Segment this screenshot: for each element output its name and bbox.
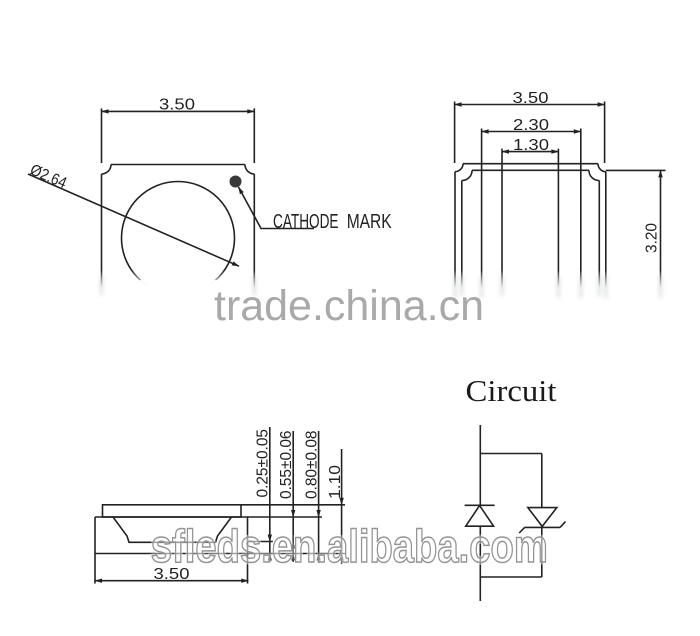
svg-text:trade.china.cn: trade.china.cn xyxy=(214,282,484,330)
svg-text:0.55±0.06: 0.55±0.06 xyxy=(278,430,295,499)
svg-text:MARK: MARK xyxy=(347,211,393,233)
svg-text:2.30: 2.30 xyxy=(513,117,549,134)
svg-text:0.80±0.08: 0.80±0.08 xyxy=(303,430,320,499)
svg-text:Circuit: Circuit xyxy=(466,373,557,408)
svg-text:sfleds.en.alibaba.com: sfleds.en.alibaba.com xyxy=(151,520,548,572)
svg-text:0.25±0.05: 0.25±0.05 xyxy=(254,429,271,498)
svg-text:sfleds.en.alibaba.com: sfleds.en.alibaba.com xyxy=(151,520,548,572)
svg-text:CATHODE: CATHODE xyxy=(273,211,339,233)
svg-text:3.50: 3.50 xyxy=(154,566,190,583)
svg-text:3.50: 3.50 xyxy=(513,90,549,107)
svg-text:1.10: 1.10 xyxy=(327,465,344,499)
svg-text:3.20: 3.20 xyxy=(644,223,661,253)
svg-text:1.30: 1.30 xyxy=(513,137,549,154)
svg-text:3.50: 3.50 xyxy=(159,97,195,114)
